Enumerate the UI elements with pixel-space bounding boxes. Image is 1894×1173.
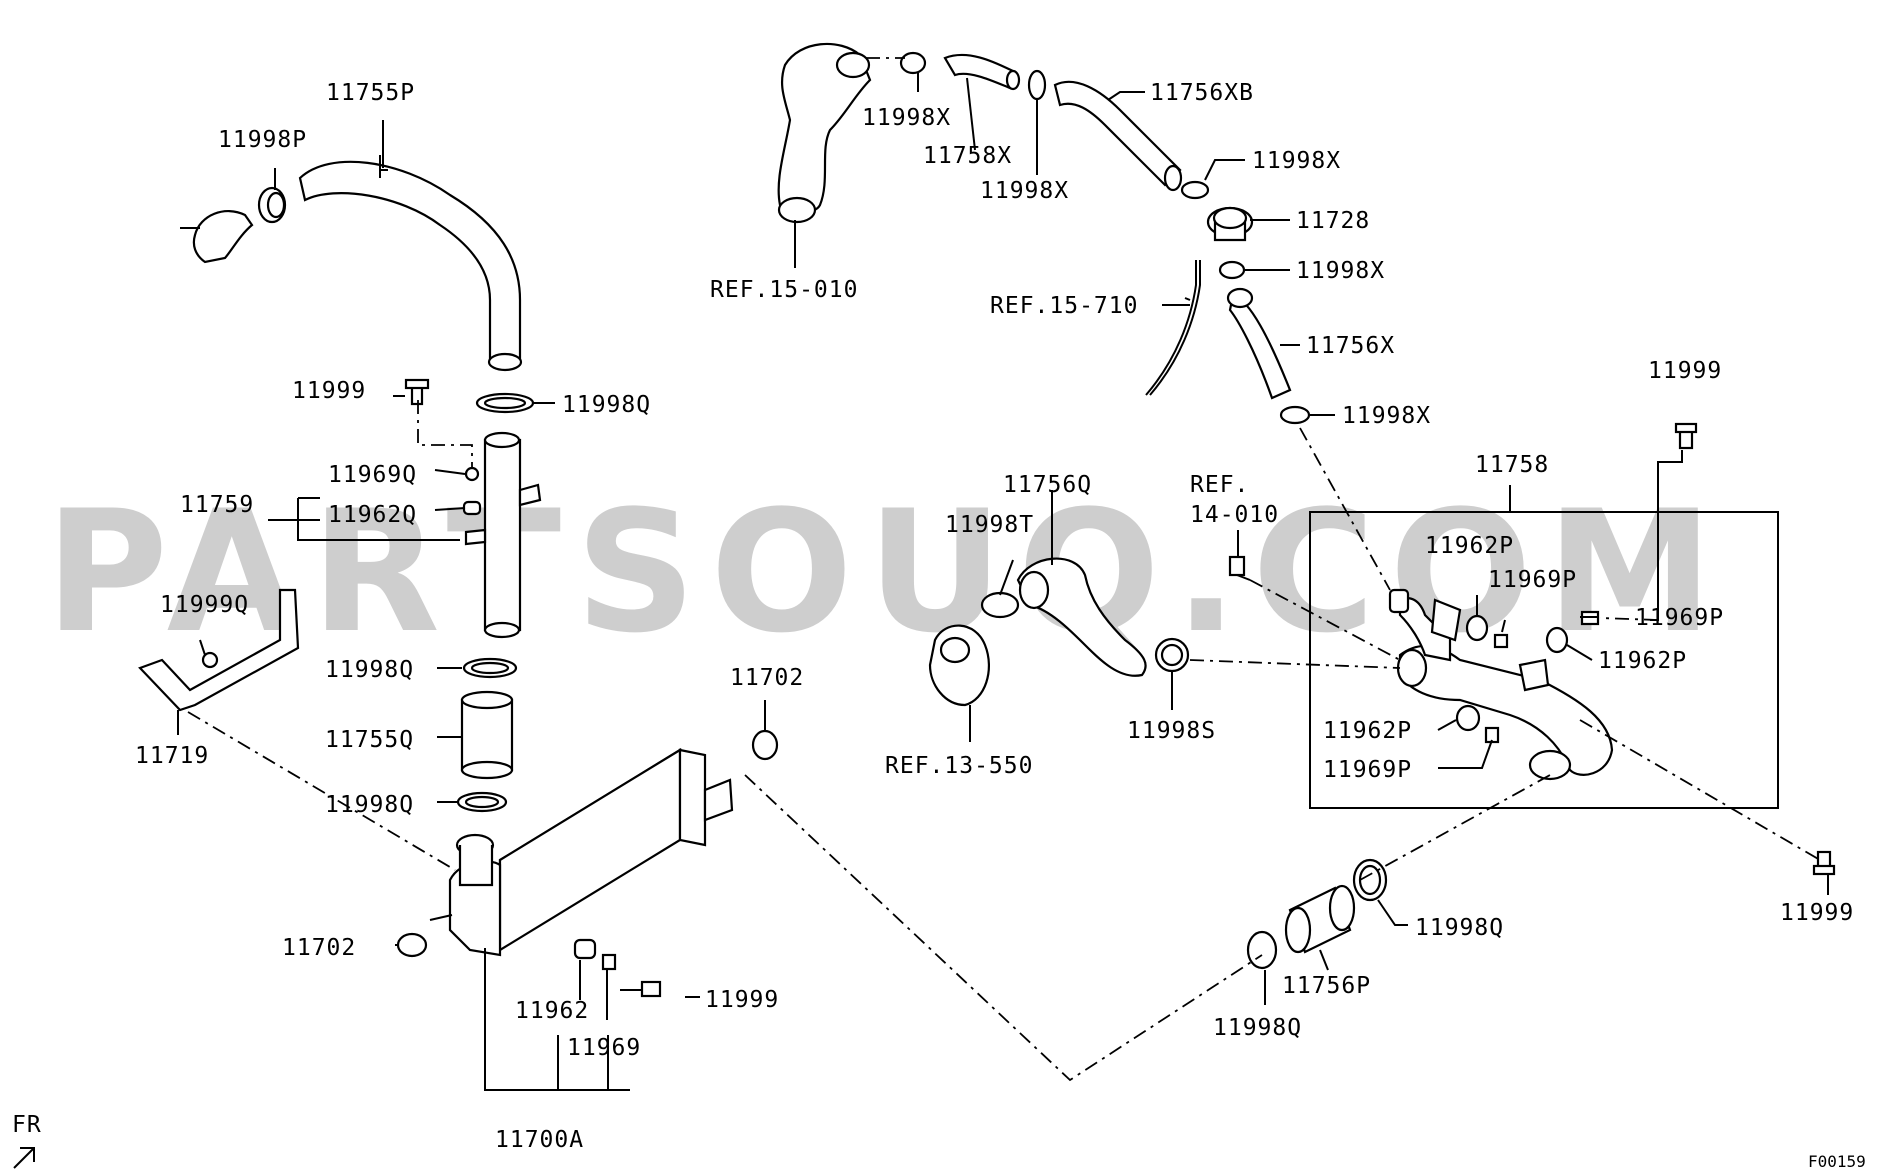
clamp-11998Q-bottom[interactable] <box>1246 930 1278 970</box>
clamp-11998X-d[interactable] <box>1218 260 1246 280</box>
hose-11755P[interactable] <box>298 160 523 372</box>
label-11962[interactable]: 11962 <box>515 998 589 1024</box>
label-11962Q[interactable]: 11962Q <box>328 502 417 528</box>
label-11998X-c[interactable]: 11998X <box>1252 148 1341 174</box>
label-11998X-a[interactable]: 11998X <box>862 105 951 131</box>
label-11702-b[interactable]: 11702 <box>282 935 356 961</box>
label-11999Q[interactable]: 11999Q <box>160 592 249 618</box>
clamp-11998Q-top[interactable] <box>475 392 535 414</box>
label-11962P-a[interactable]: 11962P <box>1425 533 1514 559</box>
label-11969P-b[interactable]: 11969P <box>1635 605 1724 631</box>
label-11756XB[interactable]: 11756XB <box>1150 80 1254 106</box>
label-11998X-d[interactable]: 11998X <box>1296 258 1385 284</box>
label-11998P[interactable]: 11998P <box>218 127 307 153</box>
clamp-11998X-b[interactable] <box>1027 69 1047 101</box>
label-11998Q-c[interactable]: 11998Q <box>325 792 414 818</box>
grommet-11962P-b[interactable] <box>1545 626 1569 654</box>
hose-11758X[interactable] <box>943 53 1021 91</box>
label-11962P-b[interactable]: 11962P <box>1598 648 1687 674</box>
label-11755Q[interactable]: 11755Q <box>325 727 414 753</box>
label-11969Q[interactable]: 11969Q <box>328 462 417 488</box>
clamp-11998Q-mid[interactable] <box>462 657 518 679</box>
direction-label: FR <box>12 1112 42 1138</box>
label-11755P[interactable]: 11755P <box>326 80 415 106</box>
label-11998Q-d[interactable]: 11998Q <box>1415 915 1504 941</box>
clamp-11998X-c[interactable] <box>1180 180 1210 200</box>
hose-11755Q[interactable] <box>460 690 514 780</box>
intercooler-11700A[interactable] <box>396 729 779 998</box>
bolt-11999-left[interactable] <box>404 378 430 406</box>
label-11758X[interactable]: 11758X <box>923 143 1012 169</box>
label-11998Q-a[interactable]: 11998Q <box>562 392 651 418</box>
collar-11969P-a[interactable] <box>1493 633 1509 649</box>
figure-code: F00159 <box>1808 1152 1866 1171</box>
label-ref-13-550[interactable]: REF.13-550 <box>885 753 1033 779</box>
hose-11756P[interactable] <box>1284 884 1356 954</box>
label-11998X-e[interactable]: 11998X <box>1342 403 1431 429</box>
label-11759[interactable]: 11759 <box>180 492 254 518</box>
clamp-11998Q-low[interactable] <box>456 791 508 813</box>
label-11756Q[interactable]: 11756Q <box>1003 472 1092 498</box>
fitting-left-elbow[interactable] <box>180 210 254 264</box>
label-11962P-c[interactable]: 11962P <box>1323 718 1412 744</box>
part-labels: 11755P 11998P 11999 11998Q 11969Q 11759 … <box>135 80 1854 1153</box>
clamp-11998T[interactable] <box>980 591 1020 619</box>
direction-arrow-icon <box>13 1147 35 1169</box>
dashed-alignment-lines <box>187 57 1821 1082</box>
label-ref-14-010-a[interactable]: REF. <box>1190 472 1249 498</box>
grommet-11962P-c[interactable] <box>1455 704 1481 732</box>
clamp-11998P[interactable] <box>257 186 287 224</box>
label-11998Q-e[interactable]: 11998Q <box>1213 1015 1302 1041</box>
hose-11756XB[interactable] <box>1053 80 1183 192</box>
group-box-11758 <box>1309 511 1779 809</box>
label-11999-c[interactable]: 11999 <box>1648 358 1722 384</box>
grommet-11962P-a[interactable] <box>1465 614 1489 642</box>
label-11758[interactable]: 11758 <box>1475 452 1549 478</box>
hose-11756X[interactable] <box>1226 287 1292 400</box>
valve-11728[interactable] <box>1206 206 1254 242</box>
label-ref-15-010[interactable]: REF.15-010 <box>710 277 858 303</box>
label-11719[interactable]: 11719 <box>135 743 209 769</box>
label-11999-a[interactable]: 11999 <box>292 378 366 404</box>
label-11998Q-b[interactable]: 11998Q <box>325 657 414 683</box>
label-ref-14-010-b[interactable]: 14-010 <box>1190 502 1279 528</box>
label-ref-15-710[interactable]: REF.15-710 <box>990 293 1138 319</box>
clamp-11998Q-right[interactable] <box>1352 858 1388 902</box>
duct-ref-15-010[interactable] <box>777 42 872 224</box>
clamp-11998X-a[interactable] <box>899 51 927 75</box>
label-11702-a[interactable]: 11702 <box>730 665 804 691</box>
label-11756X[interactable]: 11756X <box>1306 333 1395 359</box>
label-11998X-b[interactable]: 11998X <box>980 178 1069 204</box>
label-11999-d[interactable]: 11999 <box>1780 900 1854 926</box>
tube-ref-15-710[interactable] <box>1145 260 1201 396</box>
pipe-11758[interactable] <box>1388 588 1614 781</box>
label-11999-b[interactable]: 11999 <box>705 987 779 1013</box>
bolt-11999-top-right[interactable] <box>1674 422 1698 450</box>
front-direction-indicator: FR <box>12 1112 42 1169</box>
label-11700A[interactable]: 11700A <box>495 1127 584 1153</box>
label-11969P-c[interactable]: 11969P <box>1323 757 1412 783</box>
pipe-11759[interactable] <box>462 431 542 639</box>
bracket-11719[interactable] <box>138 588 300 712</box>
bolt-11999-bottom-right[interactable] <box>1812 850 1836 876</box>
label-11969[interactable]: 11969 <box>567 1035 641 1061</box>
clamp-11998X-e[interactable] <box>1279 405 1311 425</box>
label-11728[interactable]: 11728 <box>1296 208 1370 234</box>
collar-11969P-c[interactable] <box>1484 726 1500 744</box>
label-11998T[interactable]: 11998T <box>945 512 1034 538</box>
clamp-11998S[interactable] <box>1154 637 1190 673</box>
label-11998S[interactable]: 11998S <box>1127 718 1216 744</box>
hose-11756Q[interactable] <box>1016 557 1147 677</box>
label-11969P-a[interactable]: 11969P <box>1488 567 1577 593</box>
turbo-ref-13-550[interactable] <box>928 624 990 707</box>
label-11756P[interactable]: 11756P <box>1282 973 1371 999</box>
